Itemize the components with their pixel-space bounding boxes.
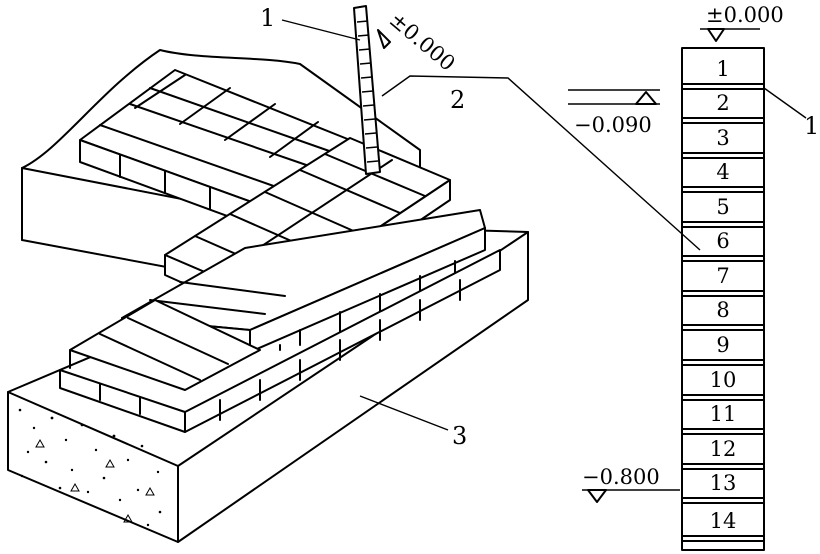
callout-1-left-label: 1 [260,4,275,32]
pole-course-number: 11 [710,402,737,426]
rod-elevation-label: ±0.000 [385,7,460,75]
pole-course-number: 2 [716,91,729,115]
pole-course-number: 14 [710,509,737,533]
brick-footing [59,69,501,433]
pole-course-number: 12 [710,437,737,461]
callout-3-label: 3 [452,422,467,450]
pole-course-lines [681,83,765,542]
pole-course-number: 10 [710,368,737,392]
pole-course-number: 5 [716,195,729,219]
pole-bottom-elevation: −0.800 [582,465,660,489]
pole-course-number: 13 [710,471,737,495]
callout-2-label: 2 [450,86,465,114]
pole-course-number: 7 [716,264,729,288]
callout-1-left: 1 [260,4,361,41]
pole-course-number: 4 [716,160,729,184]
pole-course-number: 8 [716,298,729,322]
callout-1-right-label: 1 [804,112,819,140]
pole-course-number: 3 [716,126,729,150]
course-pole: ±0.000 1 2 3 4 5 6 7 8 [568,3,819,551]
pole-course-number: 1 [716,57,729,81]
concrete-texture [18,408,162,527]
pole-top-elevation: ±0.000 [706,3,784,27]
pole-course-number: 9 [716,333,729,357]
pole-mid-elevation: −0.090 [574,113,652,137]
callout-3: 3 [359,395,467,450]
pole-course-number: 6 [716,229,729,253]
callout-2: 2 [381,75,701,251]
